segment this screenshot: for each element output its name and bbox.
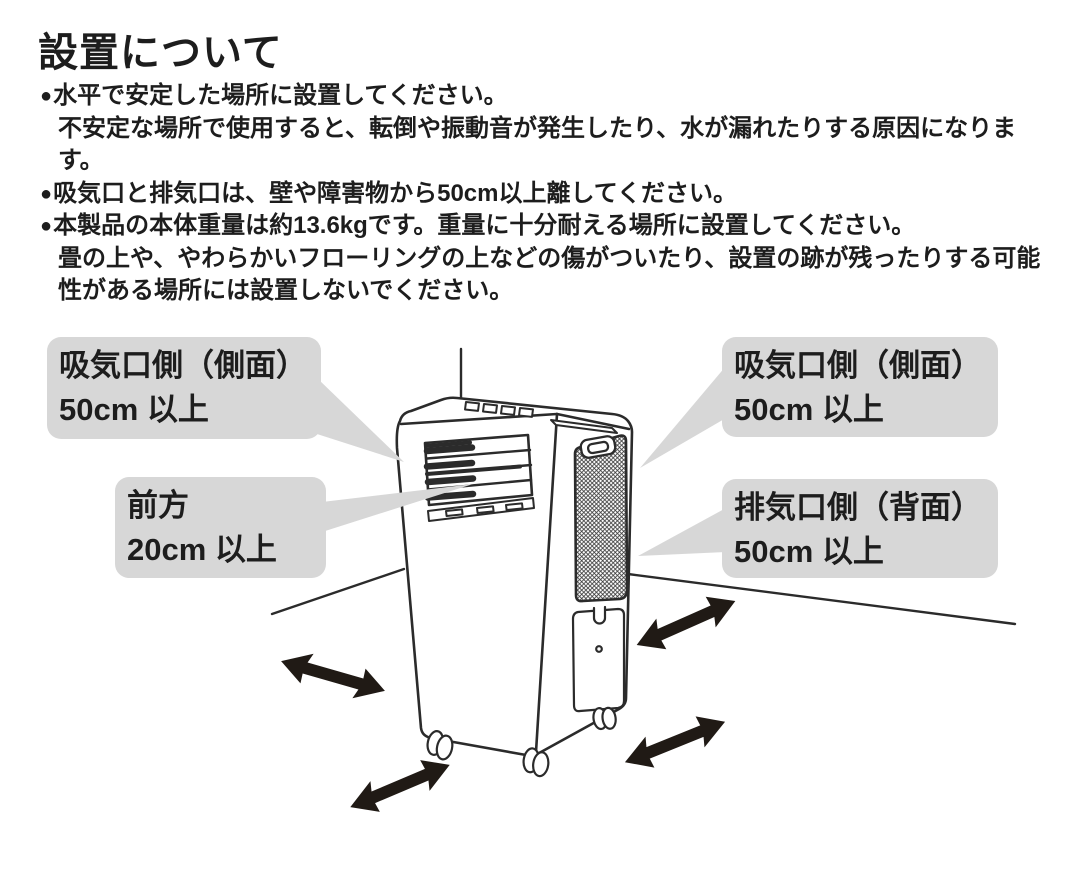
floor-line-left — [270, 567, 406, 616]
cord-hook — [592, 605, 607, 625]
front-vent-strip — [427, 497, 535, 522]
side-intake-grille — [573, 434, 629, 603]
bullet-sub-text: 不安定な場所で使用すると、転倒や振動音が発生したり、水が漏れたりする原因になりま… — [58, 114, 1017, 175]
callout-tail-exhaust — [638, 508, 726, 556]
clearance-arrow-front — [345, 749, 455, 823]
caster-rear — [592, 706, 617, 731]
callout-front: 前方 20cm 以上 — [115, 477, 326, 578]
list-item: ●水平で安定した場所に設置してください。 不安定な場所で使用すると、転倒や振動音… — [40, 80, 1048, 178]
bullet-text: ●吸気口と排気口は、壁や障害物から50cm以上離してください。 — [40, 178, 1048, 211]
callout-line2: 20cm 以上 — [127, 532, 277, 567]
bullet-text: ●本製品の本体重量は約13.6kgです。重量に十分耐える場所に設置してください。 — [40, 210, 1048, 243]
callout-intake-left: 吸気口側（側面） 50cm 以上 — [47, 337, 321, 439]
top-control-buttons — [464, 401, 534, 418]
callout-exhaust-rear: 排気口側（背面） 50cm 以上 — [722, 479, 998, 578]
page-title: 設置について — [38, 31, 283, 75]
caster-front-left — [426, 730, 454, 761]
bullet-marker: ● — [40, 182, 53, 205]
callout-intake-right: 吸気口側（側面） 50cm 以上 — [722, 337, 998, 437]
bullet-sub-text: 畳の上や、やわらかいフローリングの上などの傷がついたり、設置の跡が残ったりする可… — [58, 244, 1041, 305]
callout-line1: 吸気口側（側面） — [59, 348, 307, 383]
ac-unit-illustration — [395, 396, 634, 778]
louver-shading — [423, 444, 477, 501]
screw — [595, 645, 603, 653]
floor-line-right — [626, 572, 1017, 626]
clearance-arrow-left — [274, 646, 392, 706]
callout-line2: 50cm 以上 — [734, 392, 884, 427]
rear-bottom-panel — [571, 605, 626, 713]
carry-handle — [579, 435, 617, 459]
bullet-main-text: 吸気口と排気口は、壁や障害物から50cm以上離してください。 — [53, 179, 738, 207]
callout-line1: 排気口側（背面） — [734, 490, 982, 525]
clearance-arrow-right-upper — [631, 585, 741, 661]
callout-line1: 吸気口側（側面） — [734, 348, 982, 383]
bullet-main-text: 本製品の本体重量は約13.6kgです。重量に十分耐える場所に設置してください。 — [53, 212, 916, 239]
list-item: ●本製品の本体重量は約13.6kgです。重量に十分耐える場所に設置してください。… — [40, 210, 1048, 308]
instruction-list: ●水平で安定した場所に設置してください。 不安定な場所で使用すると、転倒や振動音… — [40, 80, 1048, 308]
top-side-edge — [555, 412, 631, 431]
callout-tail-intake-left — [317, 378, 404, 462]
bullet-marker: ● — [40, 215, 53, 237]
bullet-main-text: 水平で安定した場所に設置してください。 — [53, 82, 508, 109]
callout-tail-front — [322, 484, 473, 532]
installation-diagram — [270, 347, 1017, 823]
top-display-panel — [550, 419, 618, 434]
clearance-arrow-right-lower — [620, 706, 730, 778]
callout-tail-intake-right — [640, 366, 726, 468]
bullet-marker: ● — [40, 85, 53, 107]
list-item: ●吸気口と排気口は、壁や障害物から50cm以上離してください。 — [40, 178, 1048, 211]
bullet-text: ●水平で安定した場所に設置してください。 — [40, 80, 1048, 113]
front-side-edge — [534, 412, 559, 754]
front-louver — [423, 433, 534, 507]
callout-line1: 前方 — [127, 488, 189, 523]
callout-line2: 50cm 以上 — [59, 392, 209, 427]
caster-front-right — [522, 747, 550, 778]
callout-line2: 50cm 以上 — [734, 534, 884, 569]
callout-tails — [317, 366, 726, 556]
